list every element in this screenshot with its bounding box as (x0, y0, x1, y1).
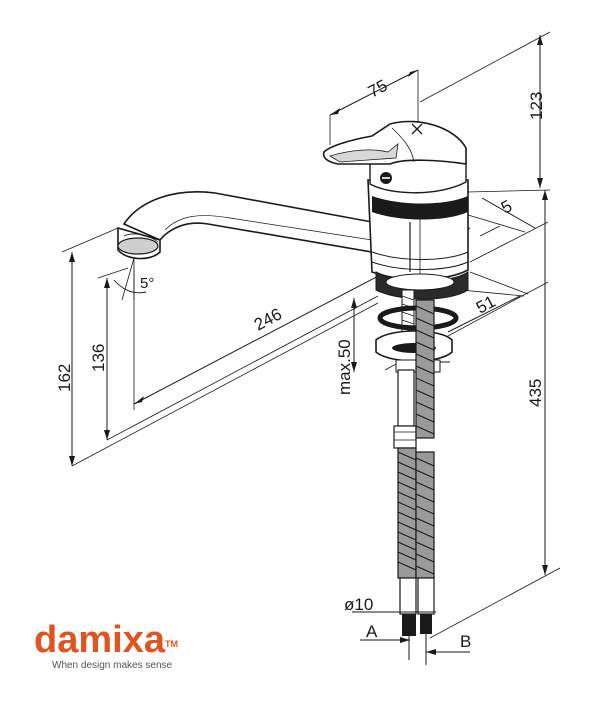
dim-label-d10: ø10 (344, 595, 373, 614)
dim-spout-tilt: 5° (113, 252, 154, 301)
dim-collar-gap: 5 (467, 189, 551, 233)
dim-label-136: 136 (89, 344, 108, 372)
brand-trademark: TM (164, 639, 178, 649)
dim-label-75: 75 (365, 76, 391, 102)
dim-label-max50: max.50 (335, 339, 354, 395)
dim-label-5-degree: 5° (140, 275, 154, 292)
dim-total-height: 162 (55, 227, 119, 466)
dim-label-435: 435 (526, 379, 545, 407)
brand-logo: damixaTM When design makes sense (34, 620, 214, 671)
faucet-spout (117, 191, 373, 260)
mounting-collar (375, 271, 469, 300)
dim-max-deck: max.50 (335, 298, 357, 395)
dim-top-height: 123 (419, 31, 551, 188)
dim-label-246: 246 (251, 304, 285, 334)
dim-label-162: 162 (55, 364, 74, 392)
supply-hose-a (393, 369, 417, 660)
supply-hose-b (415, 299, 435, 665)
brand-name-text: damixa (34, 619, 165, 661)
brand-wordmark: damixaTM (34, 620, 214, 660)
connection-b: B (426, 632, 471, 655)
dim-label-5: 5 (498, 196, 515, 217)
faucet-body (367, 179, 501, 281)
connection-a: A (360, 622, 410, 643)
dim-label-123: 123 (527, 92, 546, 120)
dim-spout-height: 136 (89, 267, 129, 440)
connection-a-label: A (366, 622, 378, 641)
brand-tagline: When design makes sense (52, 660, 173, 671)
faucet-lever-handle (322, 120, 467, 165)
dim-below-deck: 435 (429, 190, 561, 639)
dim-label-51: 51 (473, 292, 499, 318)
connection-b-label: B (460, 632, 471, 651)
clamp-plate (375, 330, 453, 373)
dim-hose-diameter: ø10 (344, 595, 436, 614)
